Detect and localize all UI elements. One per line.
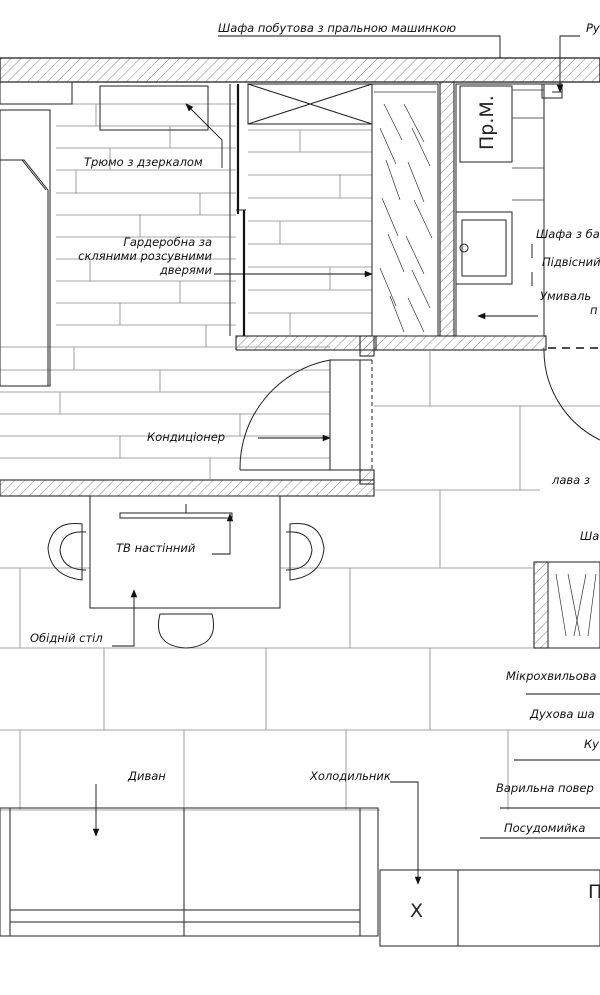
label-trumo: Трюмо з дзеркалом <box>84 155 203 169</box>
sofa <box>0 807 379 937</box>
label-fridge: Холодильник <box>309 769 391 783</box>
label-ru-cut: Ру <box>586 21 600 35</box>
label-p-cut: П <box>588 881 600 903</box>
walls <box>0 57 600 649</box>
bathroom <box>455 83 563 337</box>
label-dishwasher: Посудомийка <box>504 821 585 835</box>
clothes-rack <box>371 83 439 337</box>
tv-wall-mounted <box>119 512 233 519</box>
label-sink-cut-1: Умиваль <box>540 289 591 303</box>
living-floor-tiles <box>0 350 600 811</box>
bedroom-door <box>239 359 373 471</box>
bath-vanity <box>455 211 513 285</box>
bed <box>0 109 51 387</box>
label-wardrobe-2: скляними розсувними <box>78 249 212 263</box>
label-conditioner: Кондиціонер <box>147 430 225 444</box>
wardrobe-floor <box>248 129 372 336</box>
washing-machine <box>459 85 513 163</box>
label-microwave-cut: Мікрохвильова <box>506 669 596 683</box>
wall-bath-left <box>439 81 455 337</box>
wall-jamb-lower <box>359 469 375 485</box>
label-sofa: Диван <box>127 769 166 783</box>
dining-set <box>47 495 325 649</box>
kitchen-hatch-block <box>533 561 549 649</box>
label-wardrobe-3: дверями <box>159 263 213 277</box>
bedroom-shelf <box>0 81 73 105</box>
labels: Шафа побутова з пральною машинкою Ру Трю… <box>30 21 600 922</box>
bedroom-floor <box>0 103 330 480</box>
wall-bedroom-bottom <box>0 479 375 497</box>
leader-lines <box>92 35 600 885</box>
wall-door-jamb <box>359 335 375 357</box>
label-hanging-cut: Підвісний <box>542 255 600 269</box>
wall-wardrobe-bottom <box>235 335 377 351</box>
label-ku-cut: Ку <box>584 737 599 751</box>
kitchen-unit <box>547 561 600 649</box>
label-dining-table: Обідній стіл <box>30 631 103 645</box>
label-washer-cabinet: Шафа побутова з пральною машинкою <box>218 21 456 35</box>
label-cabinet-cut: Шафа з ба <box>536 227 600 241</box>
trumo-with-mirror <box>99 85 209 131</box>
top-wall <box>0 57 600 83</box>
label-sha-cut: Ша <box>580 529 599 543</box>
label-hob-cut: Варильна повер <box>496 781 594 795</box>
wall-bath-bottom <box>375 335 547 351</box>
label-pr-m: Пр.М. <box>476 95 498 150</box>
kitchen-counter-bottom <box>457 869 600 947</box>
label-x-mark: Х <box>410 900 423 922</box>
label-sink-cut-2: п <box>590 303 598 317</box>
wardrobe-cabinet <box>247 83 373 125</box>
label-wardrobe-1: Гардеробна за <box>123 235 212 249</box>
bath-door-swing <box>543 347 600 441</box>
label-oven-cut: Духова ша <box>529 707 595 721</box>
label-tv: ТВ настінний <box>116 541 196 555</box>
dining-table <box>89 495 281 609</box>
wardrobe-sliding-doors <box>236 84 246 336</box>
label-bench-cut: лава з <box>551 473 590 487</box>
